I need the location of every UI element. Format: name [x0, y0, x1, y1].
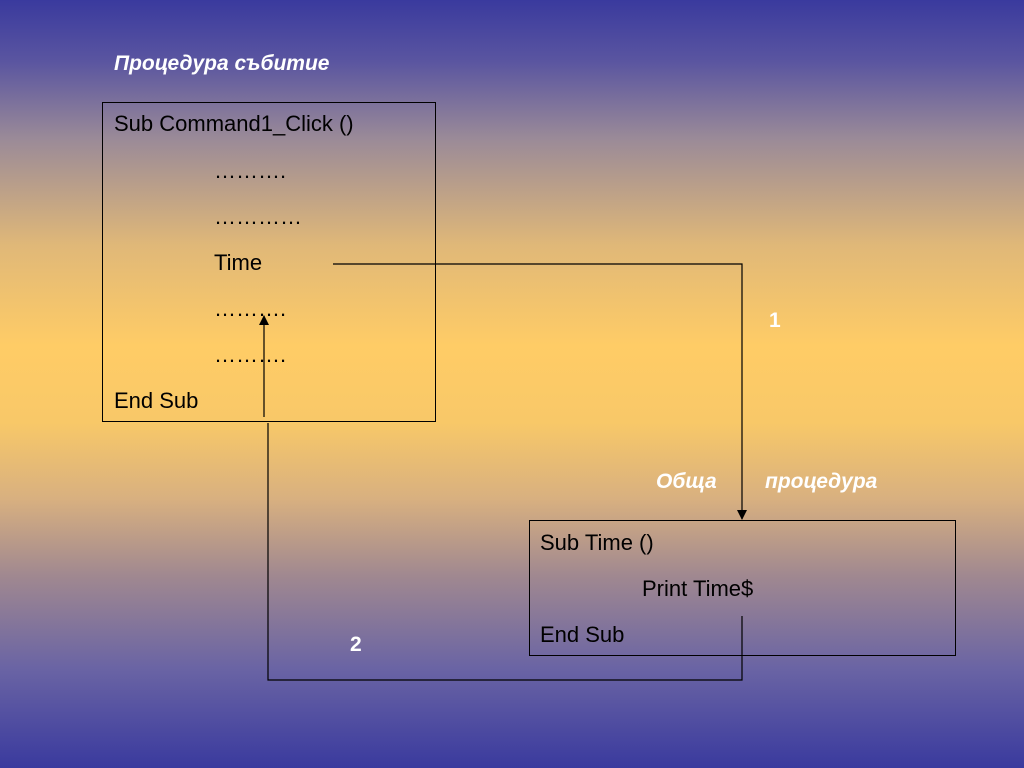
event-line-dots-2: ………… — [214, 204, 302, 229]
return-arrow — [267, 423, 743, 681]
event-line-dots-3: ………. — [214, 296, 287, 321]
return-step-number: 2 — [350, 633, 362, 656]
call-step-number: 1 — [769, 309, 781, 332]
general-line-end-sub: End Sub — [540, 622, 625, 647]
event-procedure-title: Процедура събитие — [114, 52, 330, 75]
event-line-dots-4: ………. — [214, 342, 287, 367]
event-procedure-box — [102, 102, 436, 422]
event-line-end-sub: End Sub — [114, 388, 199, 413]
event-line-sub: Sub Command1_Click () — [114, 111, 354, 136]
general-line-sub: Sub Time () — [540, 530, 654, 555]
event-line-time-call: Time — [214, 250, 263, 275]
general-line-print: Print Time$ — [642, 576, 754, 601]
general-procedure-label-word1: Обща — [656, 470, 717, 493]
call-arrow — [333, 263, 747, 520]
general-procedure-label-word2: процедура — [765, 470, 878, 493]
event-line-dots-1: ………. — [214, 158, 287, 183]
